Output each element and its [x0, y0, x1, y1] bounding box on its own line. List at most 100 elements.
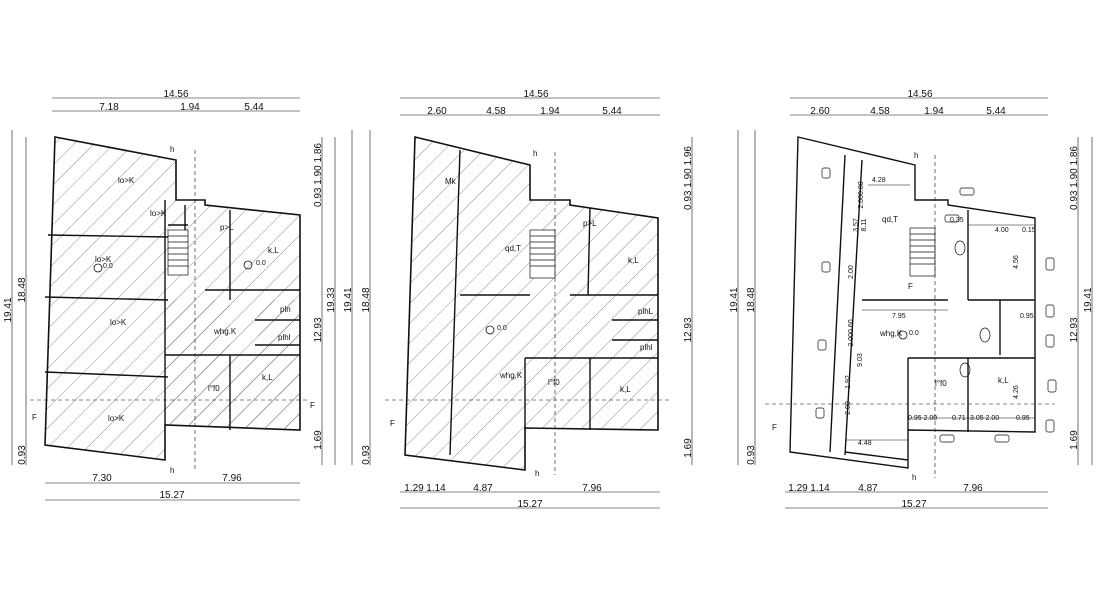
- plan-3-top-total: 14.56: [907, 89, 932, 100]
- plan-1-room-1: lo>K: [118, 176, 135, 185]
- plan-2-room-7: whg,K: [499, 371, 523, 380]
- plan-1-mark-f-left: F: [32, 413, 37, 422]
- plan-3-right-mid: 12.93: [1069, 317, 1080, 342]
- plan-2-room-6: plhl: [640, 343, 653, 352]
- plan-2-mark-f: F: [390, 419, 395, 428]
- plan-3-inner-dim-17: 0.95 2.00: [908, 415, 937, 422]
- plan-3-inner-dim-13: 9.03: [857, 353, 864, 367]
- plan-2-level: 0.0: [497, 325, 507, 332]
- plan-1-room-9: plhl: [278, 333, 291, 342]
- plan-1-left-bottom: 0.93: [17, 445, 28, 465]
- plan-3-right-bottom: 1.69: [1069, 430, 1080, 450]
- toilet-icon: [959, 362, 971, 378]
- plan-3-bottom-dim-3: 4.87: [858, 483, 878, 494]
- toilet-icon: [954, 240, 966, 256]
- plan-1: 14.56 7.18 1.94 5.44: [3, 89, 337, 501]
- plan-2-stairs: [529, 229, 556, 279]
- plan-3-inner-dim-18: 0.71: [952, 415, 966, 422]
- plan-1-top-dim-1: 7.18: [99, 102, 119, 113]
- plan-3-right-outer: 19.41: [1083, 287, 1094, 312]
- chair-icon: [1045, 419, 1055, 433]
- plan-3-inner-dim-2: 2.000.80: [858, 181, 865, 208]
- plan-1-walls: [44, 200, 300, 430]
- plan-1-room-11: l°f0: [208, 384, 220, 393]
- plan-2-left-bottom: 0.93: [361, 445, 372, 465]
- plan-2-room-2: qd,T: [505, 244, 521, 253]
- plan-3-stairs: [909, 227, 936, 277]
- plan-1-bottom-dim-2: 7.96: [222, 473, 242, 484]
- plan-3-left-outer: 19.41: [729, 287, 740, 312]
- plan-2-mark-h-top: h: [533, 149, 537, 158]
- chair-icon: [1045, 257, 1055, 271]
- plan-1-bottom-total: 15.27: [159, 490, 184, 501]
- plan-3-inner-dim-14: 2.00: [845, 401, 852, 415]
- plan-1-room-2: lo>K: [150, 209, 167, 218]
- plan-1-core: [165, 300, 300, 430]
- plan-2-top-dim-1: 2.60: [427, 106, 447, 117]
- plan-3-left-bottom: 0.93: [746, 445, 757, 465]
- plan-1-right-bottom: 1.69: [313, 430, 324, 450]
- plan-3-inner-dim-15: 4.48: [858, 440, 872, 447]
- plan-3: 14.56 2.60 4.58 1.94 5.44 h: [729, 89, 1094, 510]
- plan-3-room-2: whg,K: [879, 329, 903, 338]
- plan-3-inner-dim-1: 4.28: [872, 177, 886, 184]
- plan-3-inner-dim-9: 4.56: [1013, 255, 1020, 269]
- plan-1-mark-h-bottom: h: [170, 466, 174, 475]
- chair-icon: [939, 434, 955, 443]
- plan-2-room-9: k,L: [620, 385, 631, 394]
- chair-icon: [1047, 379, 1057, 393]
- plan-3-mark-h-top: h: [914, 151, 918, 160]
- plan-3-inner-dim-lines: [845, 184, 1035, 441]
- plan-1-left-inner: 18.48: [17, 277, 28, 302]
- plan-3-bottom-dim-1: 1.29: [788, 483, 808, 494]
- plan-3-room-4: k,L: [998, 376, 1009, 385]
- plan-2-walls: [449, 149, 658, 456]
- plan-3-left-inner: 18.48: [746, 287, 757, 312]
- plan-3-top-dim-2: 4.58: [870, 106, 890, 117]
- plan-2-bottom-dimensions: [400, 491, 660, 509]
- plan-1-right-outer: 19.33: [326, 287, 337, 312]
- plan-2-room-3: p>L: [583, 219, 597, 228]
- plan-1-room-8: pln: [280, 305, 291, 314]
- plan-2-top-dimensions: [400, 97, 660, 116]
- chair-icon: [821, 167, 831, 179]
- plan-1-room-7: k,L: [268, 246, 279, 255]
- plan-2-bottom-dim-1: 1.29: [404, 483, 424, 494]
- plan-1-mark-h-top: h: [170, 145, 174, 154]
- plan-2-left-dimensions: [351, 130, 371, 465]
- plan-1-level-2: 0.0: [256, 260, 266, 267]
- plan-2-bottom-dim-3: 4.87: [473, 483, 493, 494]
- plan-2-top-dim-2: 4.58: [486, 106, 506, 117]
- plan-3-mark-h-bottom: h: [912, 473, 916, 482]
- plan-1-bottom-dimensions: [45, 482, 300, 501]
- plan-3-inner-dim-20: 0.95: [1016, 415, 1030, 422]
- plan-2-right-top: 0.93 1.90 1.96: [683, 146, 694, 210]
- plan-3-inner-dim-6: 0.35: [950, 217, 964, 224]
- plan-2-top-dim-3: 1.94: [540, 106, 560, 117]
- plan-3-inner-dim-12: 1.92: [845, 375, 852, 389]
- plan-2-top-total: 14.56: [523, 89, 548, 100]
- plan-2-bottom-dim-2: 1.14: [426, 483, 446, 494]
- chair-icon: [944, 214, 960, 223]
- plan-3-bottom-total: 15.27: [901, 499, 926, 510]
- plan-3-walls: [829, 154, 1035, 461]
- plan-2: 14.56 2.60 4.58 1.94 5.44 h h F: [343, 89, 694, 510]
- chair-icon: [817, 339, 827, 351]
- plan-3-right-dimensions: [1077, 137, 1093, 465]
- plan-2-mark-h-bottom: h: [535, 469, 539, 478]
- plan-2-room-4: k,L: [628, 256, 639, 265]
- toilet-icon: [979, 327, 991, 343]
- plan-2-right-mid: 12.93: [683, 317, 694, 342]
- chair-icon: [815, 407, 825, 419]
- plan-1-room-10: whg.K: [213, 327, 237, 336]
- plan-3-section-line: [765, 155, 1055, 478]
- plan-1-top-dim-3: 5.44: [244, 102, 264, 113]
- plan-3-inner-dim-3: 3.57: [853, 218, 860, 232]
- plan-3-inner-dim-16: 4.26: [1013, 385, 1020, 399]
- plan-3-top-dim-1: 2.60: [810, 106, 830, 117]
- plan-2-bottom-dim-4: 7.96: [582, 483, 602, 494]
- plan-3-outline: [789, 136, 1036, 469]
- plan-3-inner-dim-21: 0.95: [1020, 313, 1034, 320]
- plan-3-inner-dim-8: 0.15: [1022, 227, 1036, 234]
